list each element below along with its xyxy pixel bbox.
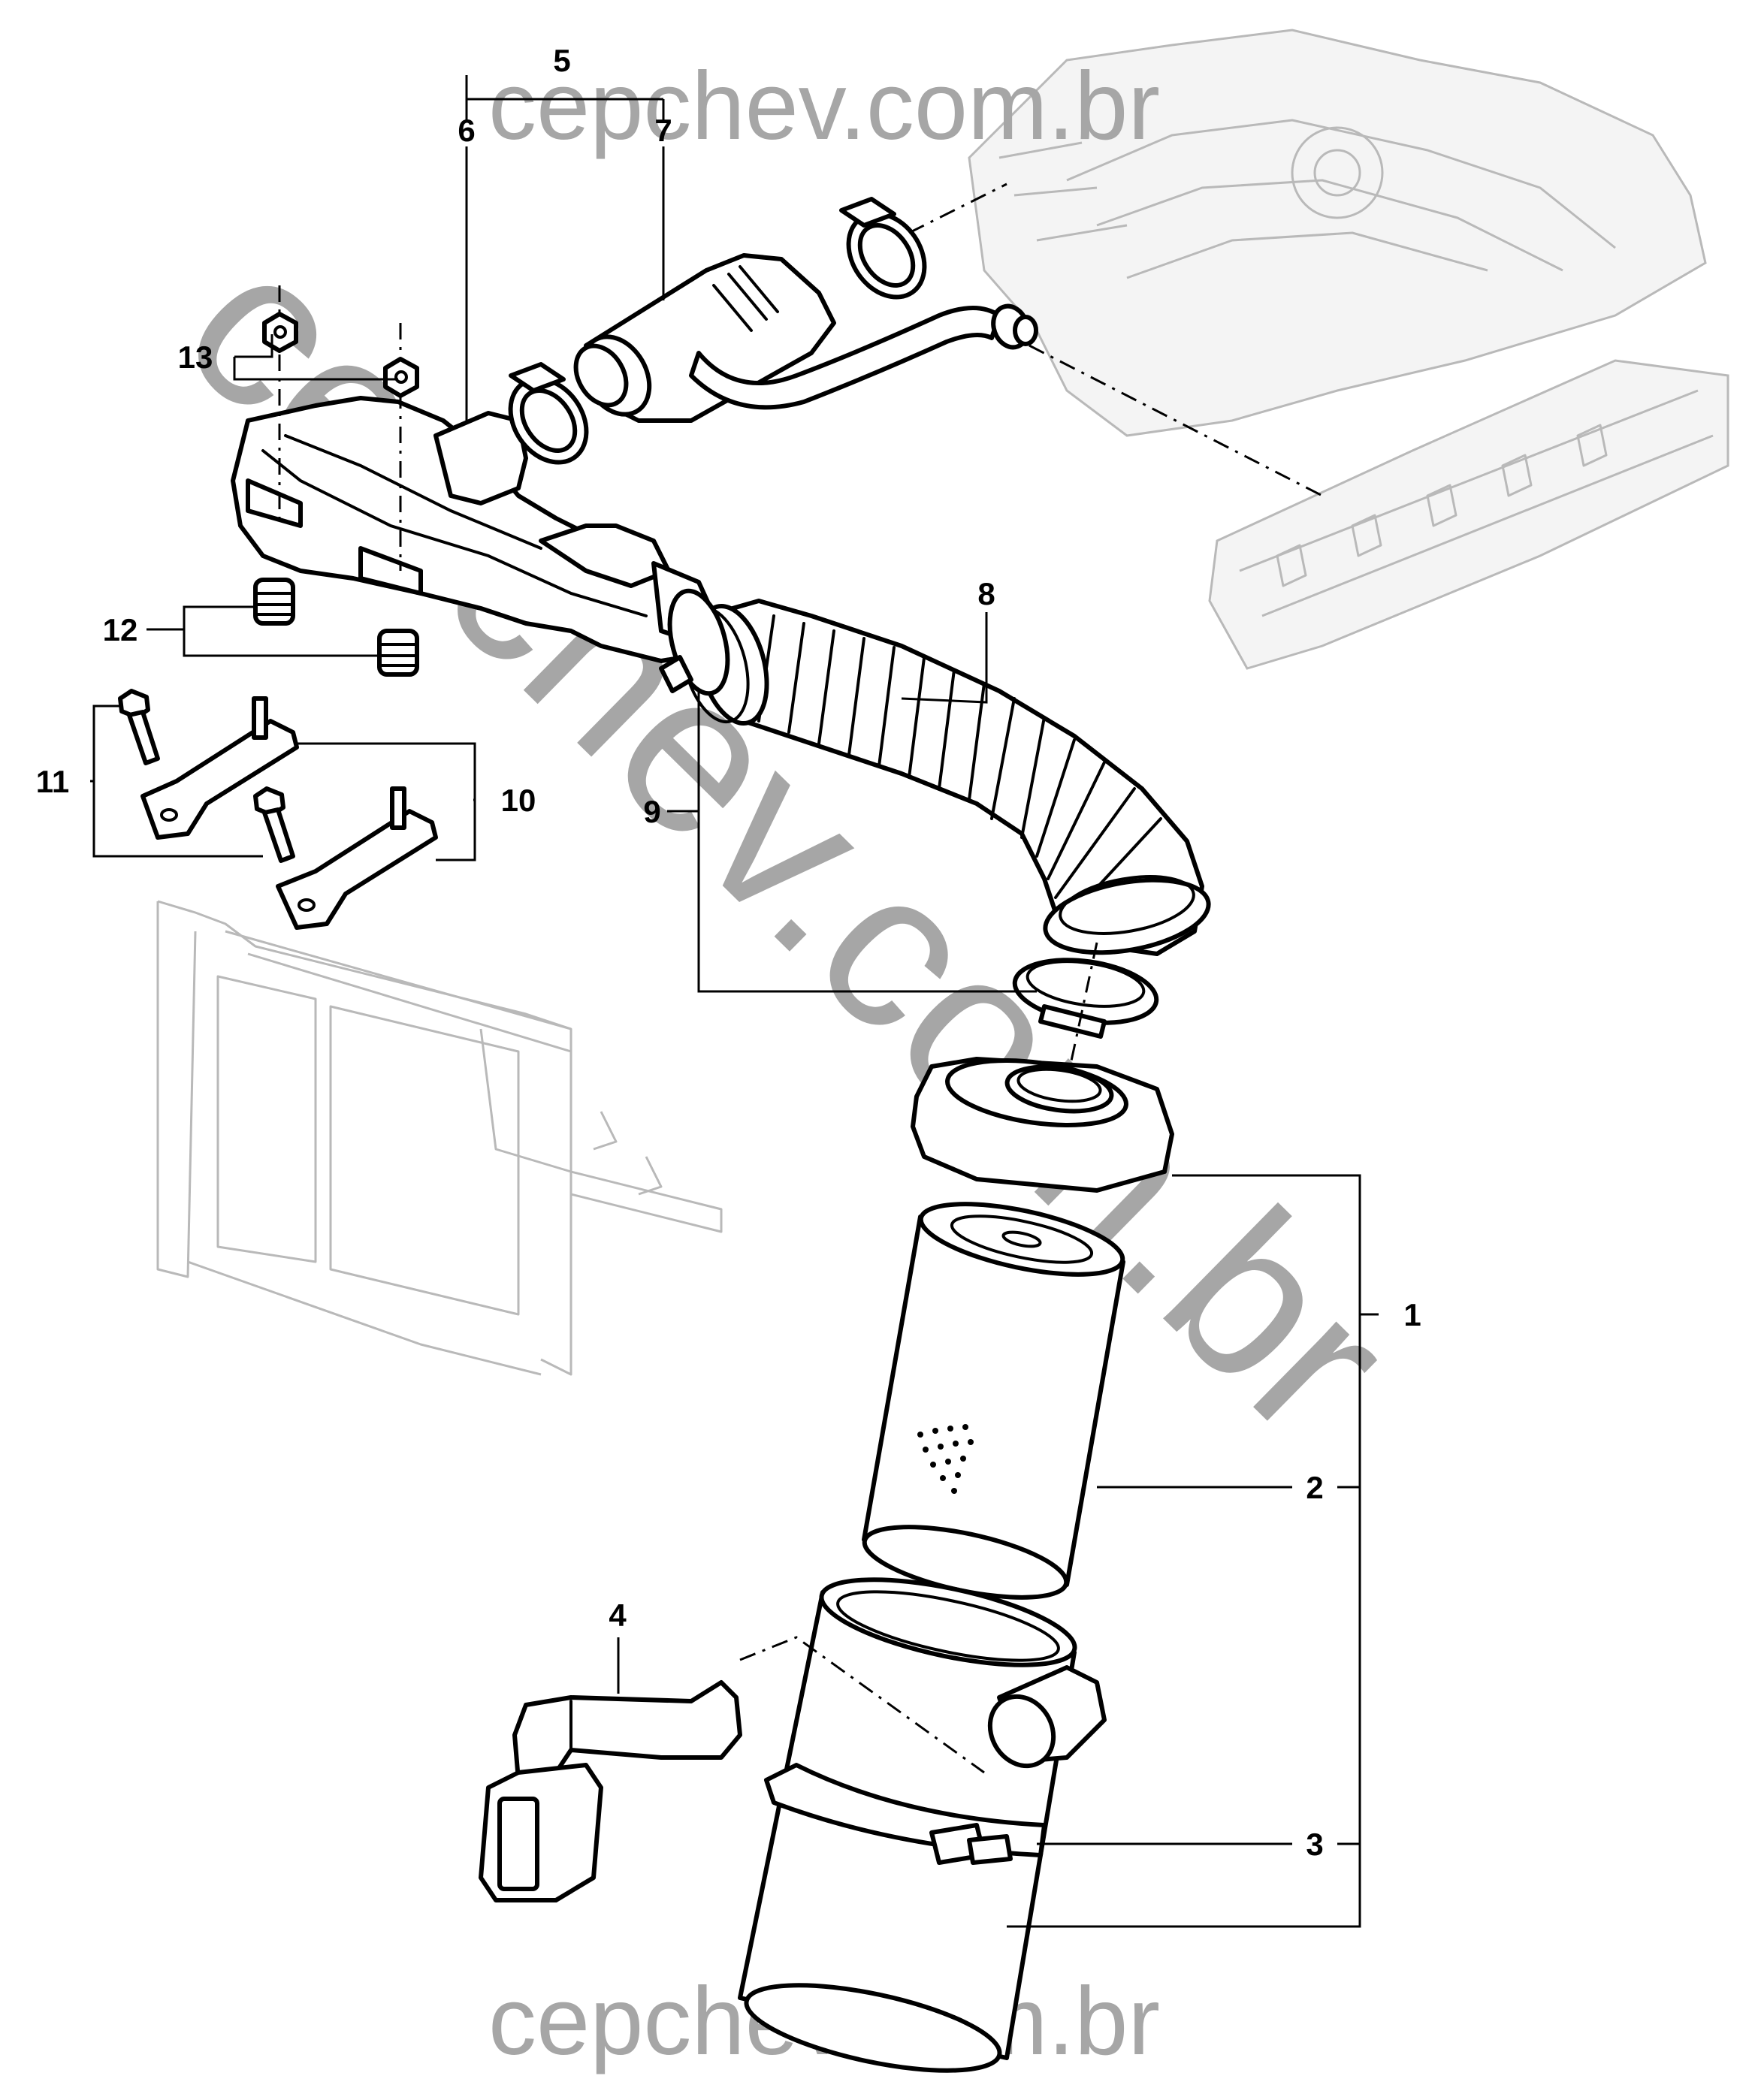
part-bolts <box>118 689 295 863</box>
callout-7: 7 <box>654 113 672 148</box>
part-hose-clamp-middle <box>508 362 589 465</box>
part-hose-clamps-lower <box>659 588 1159 1039</box>
part-air-cleaner-housing <box>738 1577 1107 2073</box>
callout-6: 6 <box>458 113 475 148</box>
part-grommets <box>253 578 419 677</box>
watermark-top: cepchev.com.br <box>488 53 1160 160</box>
leader-lines <box>90 75 1379 1928</box>
callout-4: 4 <box>609 1598 627 1633</box>
part-brackets <box>140 696 438 930</box>
callout-13: 13 <box>178 339 213 375</box>
callout-9: 9 <box>643 794 660 829</box>
part-intake-snorkel <box>479 1680 742 1902</box>
callout-12: 12 <box>103 612 138 647</box>
callout-2: 2 <box>1306 1470 1323 1505</box>
background-engine-drawing <box>968 29 1729 670</box>
part-filter-element <box>862 1202 1125 1600</box>
part-throttle-hose <box>573 253 1038 423</box>
part-hose-clamp-upper <box>839 197 927 300</box>
callout-1: 1 <box>1403 1297 1421 1332</box>
alignment-line-hose-engine <box>1029 344 1323 497</box>
background-radiator-support-drawing <box>156 900 723 1376</box>
filter-logo <box>917 1424 974 1494</box>
part-air-cleaner-lid <box>911 1057 1174 1193</box>
callout-5: 5 <box>553 43 570 78</box>
alignment-line-hose-lid <box>1065 942 1098 1082</box>
callout-10: 10 <box>501 783 536 818</box>
callout-3: 3 <box>1306 1827 1323 1862</box>
callout-11: 11 <box>36 764 69 799</box>
callout-labels: 1 2 3 4 5 6 7 8 9 10 11 12 13 <box>36 43 1421 1862</box>
alignment-line-snorkel-housing <box>739 1636 985 1774</box>
callout-8: 8 <box>977 576 995 611</box>
